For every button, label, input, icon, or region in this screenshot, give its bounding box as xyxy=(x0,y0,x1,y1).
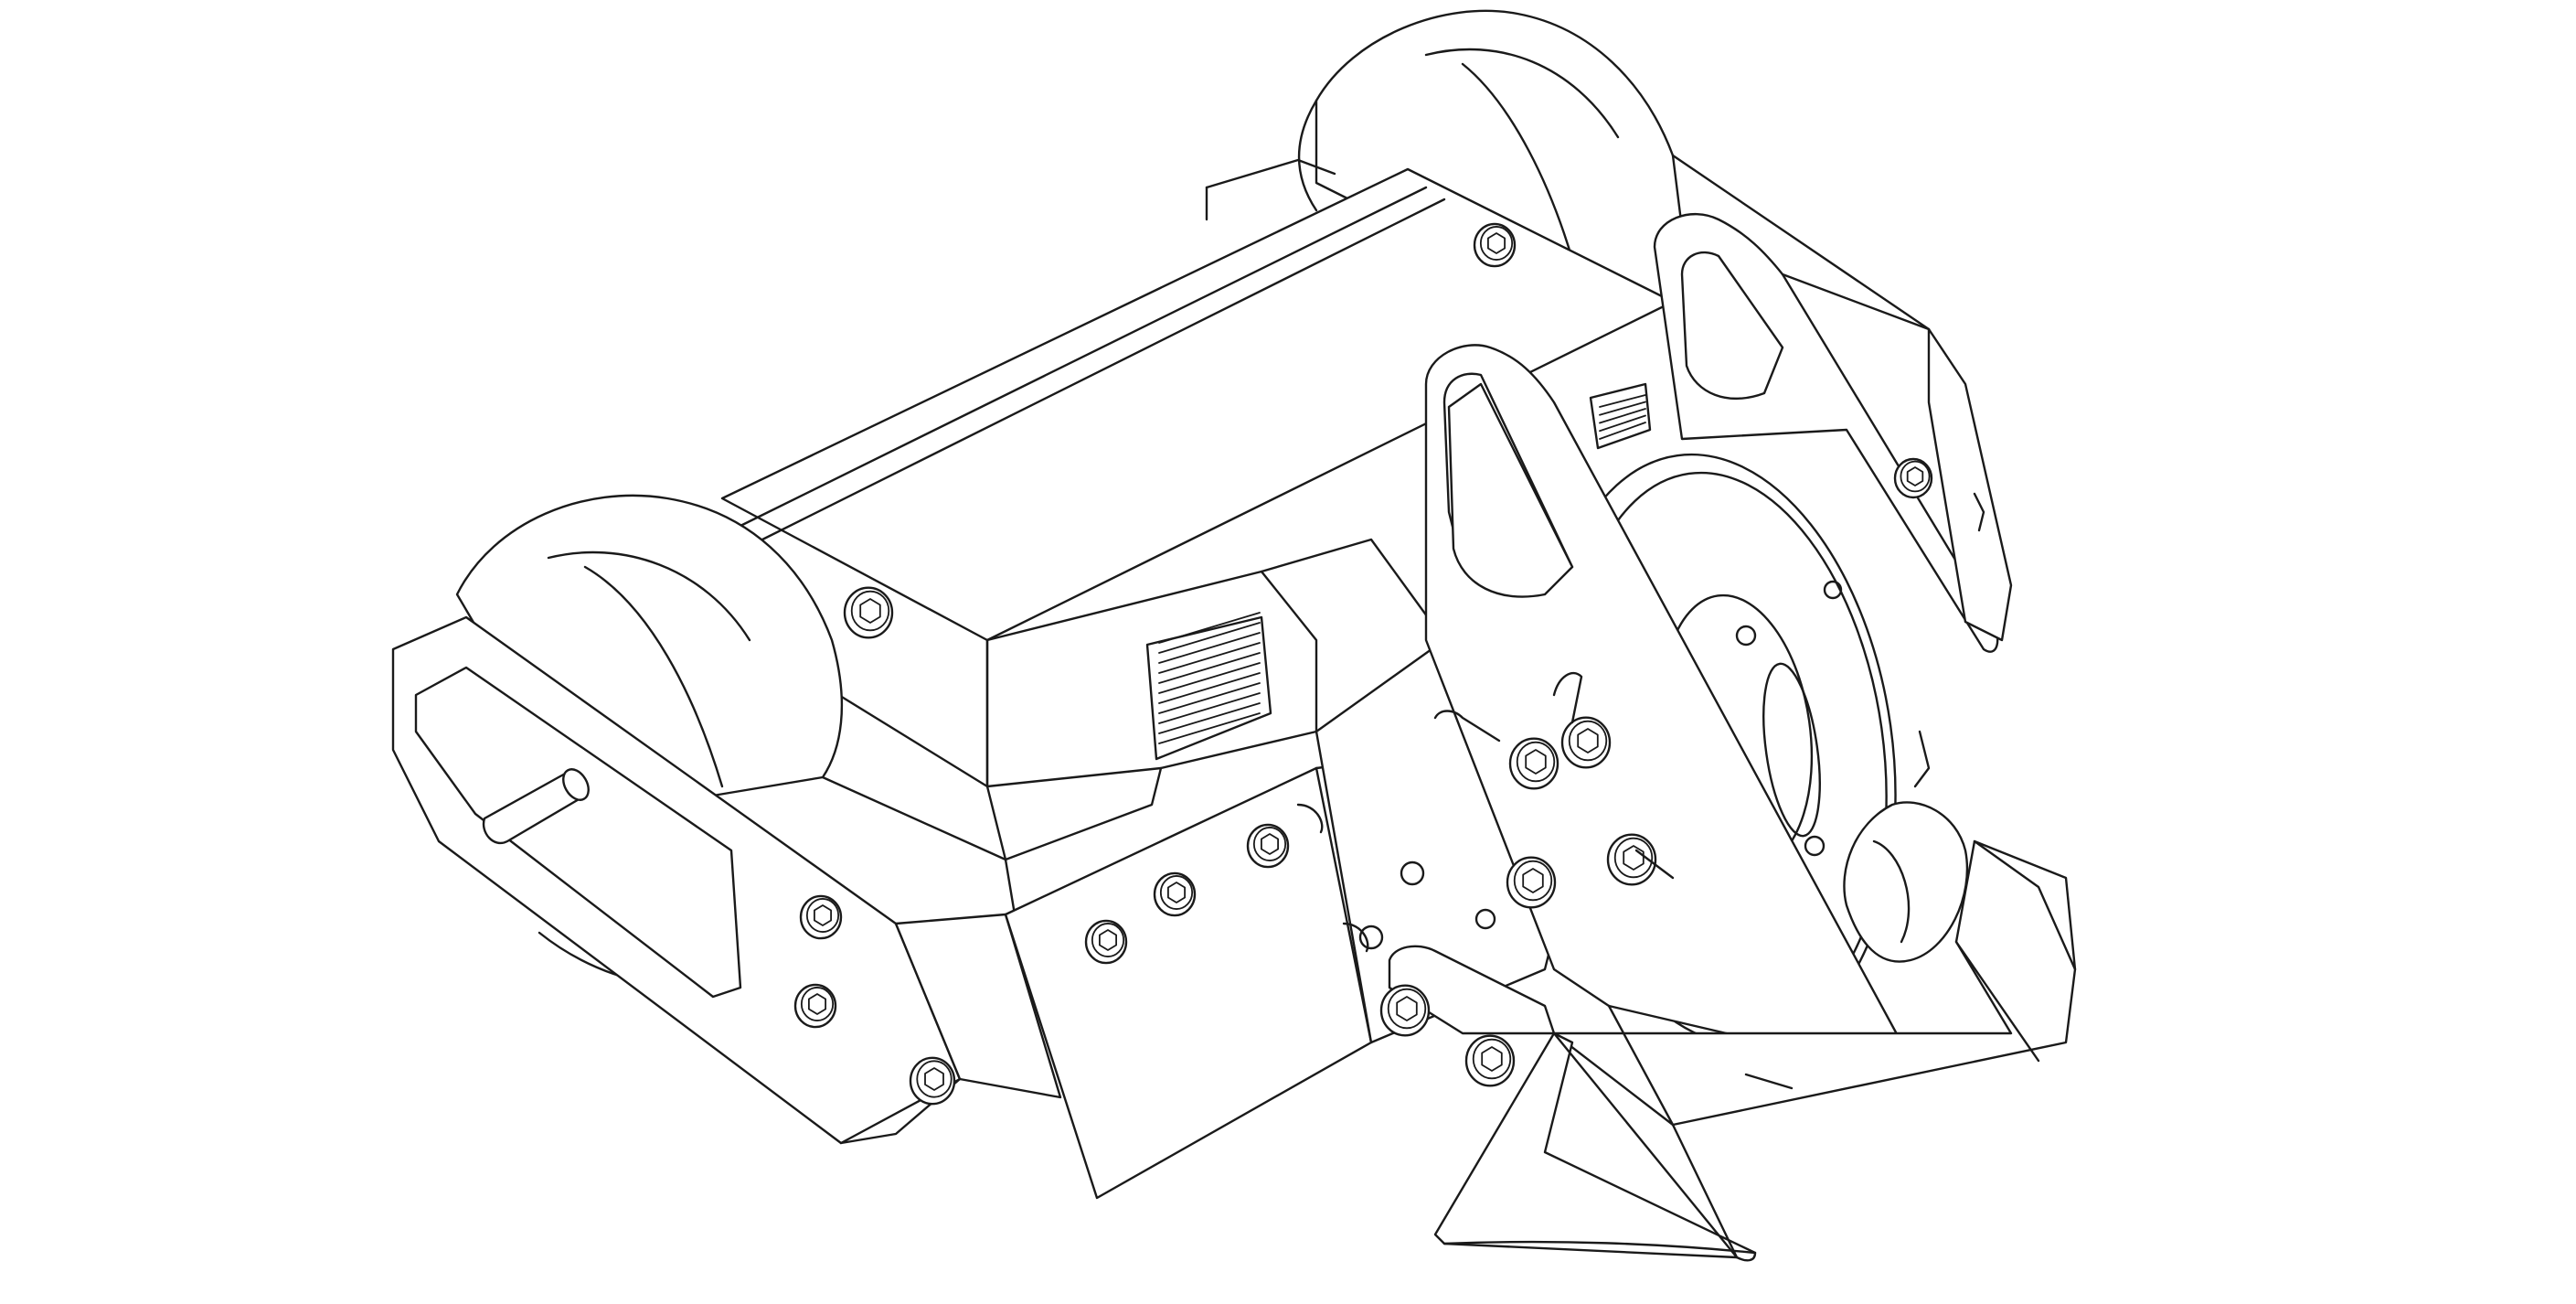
hex-bolt-icon xyxy=(1153,871,1197,917)
hex-bolt-icon xyxy=(1379,984,1431,1037)
vent-slat xyxy=(1158,622,1261,654)
mount-slots xyxy=(1296,671,1675,953)
vent-slat xyxy=(1599,408,1646,424)
hex-bolt-icon xyxy=(1893,457,1933,499)
vent-slat xyxy=(1158,612,1261,644)
hex-bolt-icon xyxy=(1084,919,1128,965)
hex-bolt-icon xyxy=(799,894,843,940)
vent-slat xyxy=(1158,672,1261,704)
vent-slat xyxy=(1158,662,1261,694)
right-rail xyxy=(1671,154,2013,788)
vent-slat xyxy=(1158,642,1261,674)
vent-slat xyxy=(1158,702,1261,734)
vent-slat xyxy=(1158,632,1261,664)
hex-bolt-icon xyxy=(1464,1034,1516,1087)
vent-grille-rear xyxy=(1589,382,1652,450)
motor-bracket-rear xyxy=(1653,212,1999,963)
hex-bolt-icon xyxy=(1560,716,1612,769)
hex-bolt-icon xyxy=(1473,222,1517,268)
vent-slat xyxy=(1158,712,1261,744)
vent-slat xyxy=(1599,401,1646,416)
vent-slat xyxy=(1158,682,1261,714)
vent-slat xyxy=(1158,692,1261,724)
hex-bolts xyxy=(793,222,1933,1106)
hex-bolt-icon xyxy=(1246,823,1290,869)
hex-bolt-icon xyxy=(909,1056,956,1106)
hex-bolt-icon xyxy=(1606,833,1657,886)
hex-bolt-icon xyxy=(793,983,837,1029)
vent-grille-front xyxy=(1145,612,1272,761)
hex-bolt-icon xyxy=(1506,856,1557,909)
vent-slat xyxy=(1158,652,1261,684)
wedge-scoop xyxy=(1433,839,2077,1262)
vent-slat xyxy=(1599,414,1646,433)
hex-bolt-icon xyxy=(843,586,894,639)
vent-slat xyxy=(1599,422,1646,440)
hex-bolt-icon xyxy=(1508,737,1559,790)
vent-slat xyxy=(1599,394,1646,408)
